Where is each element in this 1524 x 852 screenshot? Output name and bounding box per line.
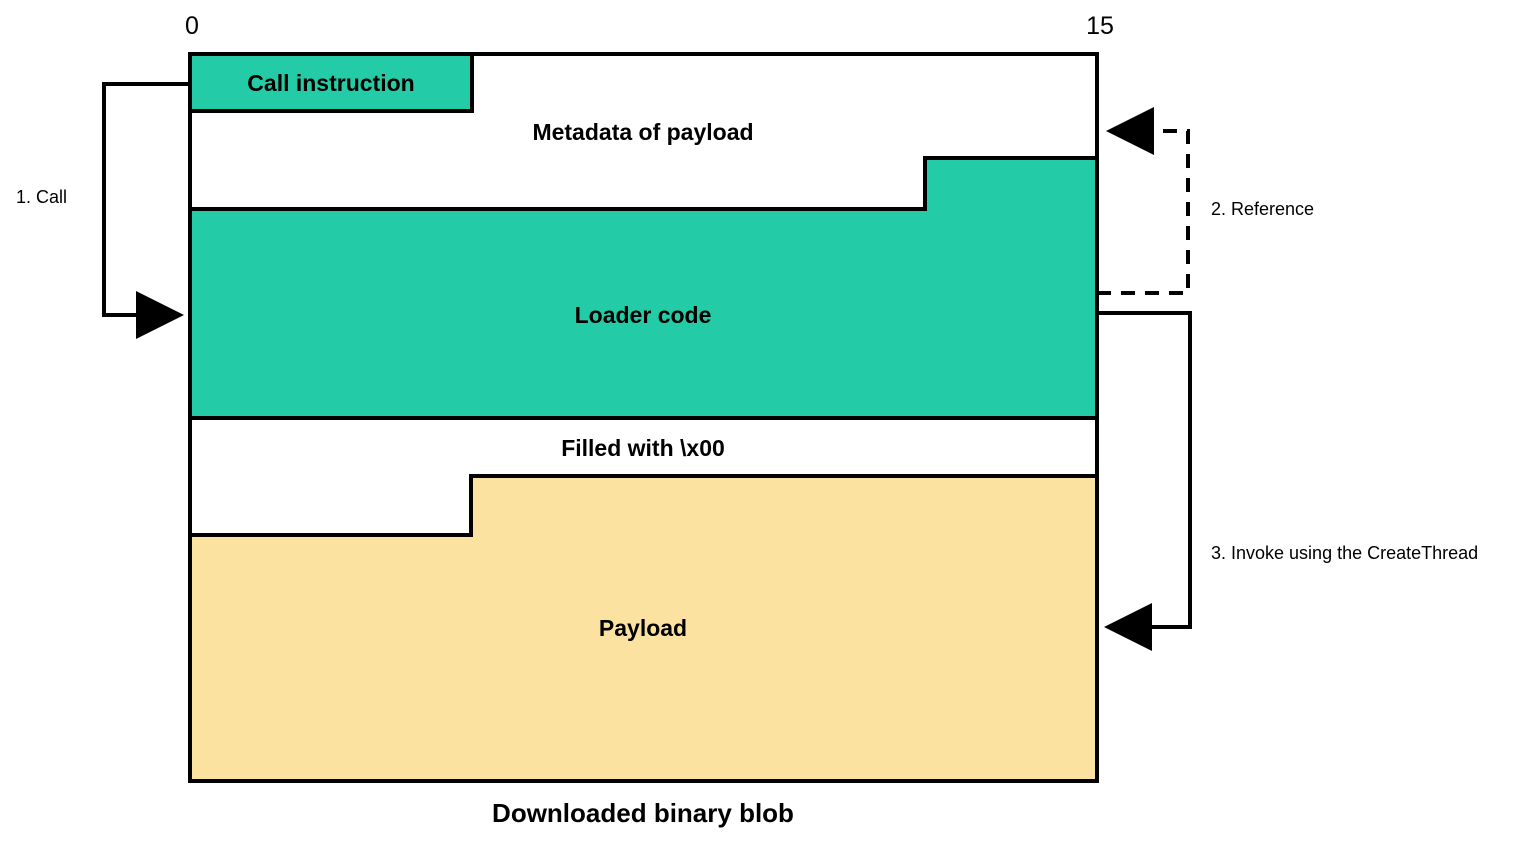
loader-code-block[interactable] <box>188 156 1099 420</box>
axis-end-label: 15 <box>1086 12 1114 40</box>
metadata-label: Metadata of payload <box>532 119 754 145</box>
step-1-call-label: 1. Call <box>16 187 68 207</box>
step-2-reference-label: 2. Reference <box>1211 199 1315 219</box>
step-3-invoke-label: 3. Invoke using the CreateThread <box>1211 543 1479 563</box>
reference-arrow-path <box>1097 107 1190 295</box>
invoke-arrow-path <box>1097 311 1192 651</box>
diagram-caption: Downloaded binary blob <box>492 798 794 828</box>
payload-block[interactable] <box>188 474 1099 783</box>
payload-label: Payload <box>598 615 688 641</box>
loader-code-label: Loader code <box>574 302 712 328</box>
filled-zeros-label: Filled with \x00 <box>561 435 725 461</box>
axis-start-label: 0 <box>185 12 199 40</box>
call-instruction-block[interactable] <box>188 52 474 113</box>
call-arrow-path <box>102 82 190 339</box>
call-instruction-label: Call instruction <box>247 70 415 96</box>
